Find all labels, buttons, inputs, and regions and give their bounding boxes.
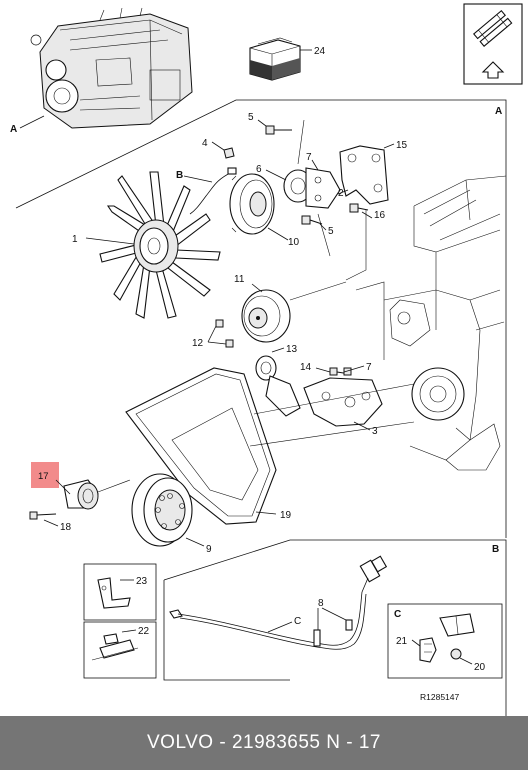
callout-17: 17: [38, 471, 49, 482]
section-b-frame: [163, 539, 507, 716]
parts-diagram: A 24 A B C: [10, 3, 523, 716]
part-18-bolt: 18: [29, 511, 72, 533]
part-12-bolts: 12: [192, 319, 234, 349]
arrow-up-icon: [481, 61, 505, 79]
callout-7: 7: [306, 152, 312, 163]
part-15-bracket: 15 2: [337, 140, 408, 205]
callout-8: 8: [318, 598, 324, 609]
section-c-frame: [387, 603, 503, 679]
part-3-bracket: 3: [303, 377, 383, 437]
footer-part-number: VOLVO - 21983655 N - 17: [147, 732, 381, 753]
callout-3: 3: [372, 426, 378, 437]
part-11-pulley: 11: [234, 274, 347, 343]
callout-13: 13: [286, 344, 298, 355]
callout-9: 9: [206, 544, 212, 555]
part-23-box: [83, 563, 157, 621]
callout-21: 21: [396, 636, 408, 647]
callout-7-lower: 7: [366, 362, 372, 373]
callout-14: 14: [300, 362, 312, 373]
section-a-frame: [15, 99, 507, 538]
part-14-bolt: 14 7: [300, 362, 372, 376]
callout-20: 20: [474, 662, 486, 673]
callout-16: 16: [374, 210, 386, 221]
part-17-idler: 17: [31, 462, 131, 510]
callout-12: 12: [192, 338, 204, 349]
part-19-belt: 19: [125, 367, 415, 525]
callout-22: 22: [138, 626, 150, 637]
callout-4: 4: [202, 138, 208, 149]
callout-10: 10: [288, 237, 300, 248]
part-23-bracket: 23: [97, 576, 148, 609]
part-10-pulley: 10: [229, 173, 300, 248]
part-17-highlight: [31, 462, 59, 488]
part-4-bolt: 4: [202, 138, 235, 159]
part-16-bolt: 16: [349, 203, 386, 221]
callout-18: 18: [60, 522, 72, 533]
part-5-bolt-lower: 5: [301, 215, 334, 237]
callout-5-top: 5: [248, 112, 254, 123]
part-1-fan: 1: [72, 171, 221, 319]
part-13-tensioner: 13: [255, 344, 301, 417]
callout-23: 23: [136, 576, 148, 587]
callout-b-marker: B: [176, 170, 183, 181]
callout-11: 11: [234, 274, 245, 285]
callout-c-cable: C: [294, 616, 301, 627]
engine-overview: A: [10, 7, 193, 135]
part-20-nut: 20: [450, 648, 486, 673]
callout-24: 24: [314, 46, 326, 57]
callout-15: 15: [396, 140, 408, 151]
section-a-label: A: [495, 106, 502, 117]
section-a-overview-label: A: [10, 124, 17, 135]
part-6-hub: 6 7: [256, 152, 341, 209]
callout-19: 19: [280, 510, 292, 521]
part-5-bolt-top: 5: [248, 112, 292, 135]
section-c-label: C: [394, 609, 401, 620]
footer-bar: VOLVO - 21983655 N - 17: [0, 716, 528, 770]
part-c-sensor-cable: 8 C: [169, 555, 388, 650]
part-22-box: [83, 621, 157, 679]
info-symbol-box: [463, 3, 523, 85]
part-22-clamp: 22: [91, 626, 150, 661]
callout-2: 2: [338, 188, 344, 199]
part-9-crank-pulley: 9: [131, 473, 212, 555]
part-24-kit-box: 24: [249, 37, 326, 81]
section-b-label: B: [492, 544, 499, 555]
callout-6: 6: [256, 164, 262, 175]
sensor-cable-b: B: [176, 167, 237, 215]
callout-1: 1: [72, 234, 78, 245]
part-21-clip: 21: [396, 613, 475, 663]
drawing-reference: R1285147: [420, 692, 460, 702]
callout-5-lower: 5: [328, 226, 334, 237]
engine-block-right: [383, 175, 507, 471]
